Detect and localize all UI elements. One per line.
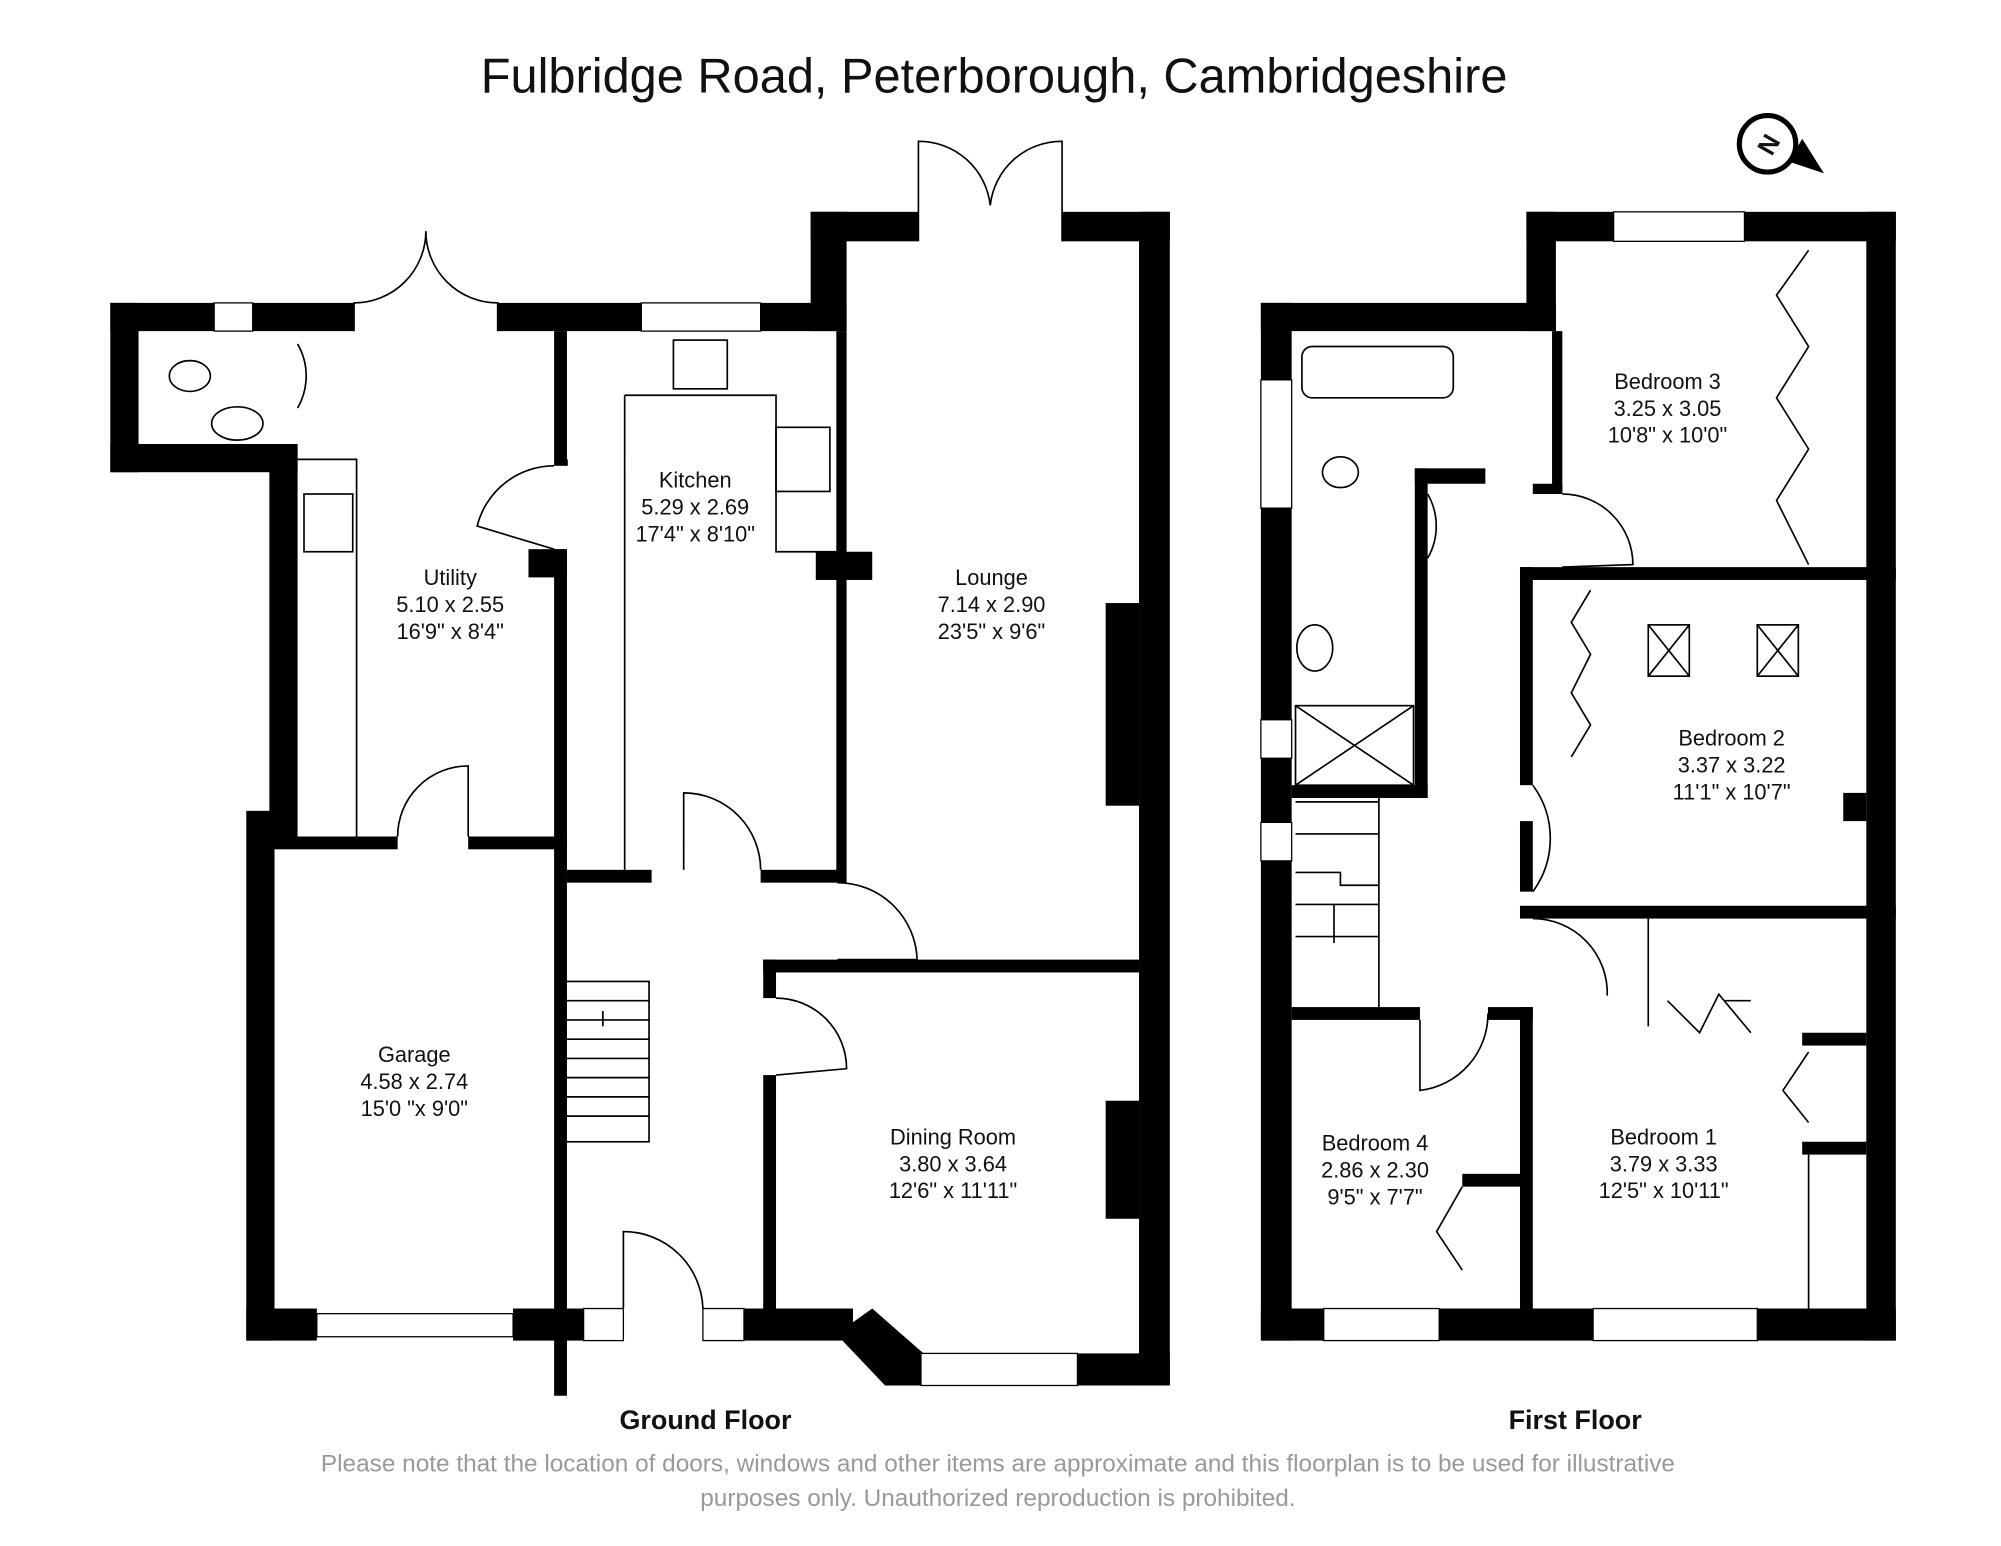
svg-text:16'9" x 8'4": 16'9" x 8'4" <box>397 619 504 644</box>
svg-text:17'4" x 8'10": 17'4" x 8'10" <box>635 521 755 546</box>
room-label-garage: Garage 4.58 x 2.74 15'0 "x 9'0" <box>360 1042 468 1121</box>
disclaimer-line-1: Please note that the location of doors, … <box>321 1450 1675 1477</box>
disclaimer-line-2: purposes only. Unauthorized reproduction… <box>700 1485 1295 1512</box>
ground-floor-label: Ground Floor <box>619 1405 791 1435</box>
room-label-bedroom-3: Bedroom 3 3.25 x 3.05 10'8" x 10'0" <box>1608 369 1728 448</box>
svg-text:15'0 "x 9'0": 15'0 "x 9'0" <box>361 1096 468 1121</box>
svg-text:10'8" x 10'0": 10'8" x 10'0" <box>1608 423 1728 448</box>
room-label-bedroom-1: Bedroom 1 3.79 x 3.33 12'5" x 10'11" <box>1599 1124 1729 1203</box>
svg-text:12'5" x 10'11": 12'5" x 10'11" <box>1599 1178 1729 1203</box>
svg-text:Bedroom 4: Bedroom 4 <box>1322 1131 1429 1156</box>
compass-icon: N <box>1736 113 1824 175</box>
first-floor-walls <box>1260 211 1896 1342</box>
svg-text:11'1" x 10'7": 11'1" x 10'7" <box>1673 779 1791 804</box>
svg-text:Bedroom 2: Bedroom 2 <box>1678 725 1785 750</box>
svg-text:Dining Room: Dining Room <box>890 1124 1016 1149</box>
svg-text:12'6" x 11'11": 12'6" x 11'11" <box>889 1178 1017 1203</box>
svg-text:3.79 x 3.33: 3.79 x 3.33 <box>1610 1151 1718 1176</box>
svg-text:Kitchen: Kitchen <box>659 468 732 493</box>
svg-text:Garage: Garage <box>378 1042 451 1067</box>
svg-text:4.58 x 2.74: 4.58 x 2.74 <box>360 1069 468 1094</box>
svg-text:7.14 x 2.90: 7.14 x 2.90 <box>938 592 1046 617</box>
svg-text:Bedroom 1: Bedroom 1 <box>1610 1124 1717 1149</box>
svg-text:9'5" x 7'7": 9'5" x 7'7" <box>1327 1185 1422 1210</box>
svg-text:N: N <box>1753 130 1787 160</box>
room-label-lounge: Lounge 7.14 x 2.90 23'5" x 9'6" <box>938 565 1046 644</box>
page-title: Fulbridge Road, Peterborough, Cambridges… <box>481 50 1508 104</box>
room-label-dining-room: Dining Room 3.80 x 3.64 12'6" x 11'11" <box>889 1124 1017 1203</box>
first-floor-label: First Floor <box>1509 1405 1643 1435</box>
svg-text:Lounge: Lounge <box>955 565 1028 590</box>
room-label-bedroom-4: Bedroom 4 2.86 x 2.30 9'5" x 7'7" <box>1321 1131 1429 1210</box>
room-label-kitchen: Kitchen 5.29 x 2.69 17'4" x 8'10" <box>635 468 755 547</box>
svg-text:Bedroom 3: Bedroom 3 <box>1614 369 1721 394</box>
room-label-bedroom-2: Bedroom 2 3.37 x 3.22 11'1" x 10'7" <box>1673 725 1791 804</box>
ground-floor-walls <box>110 140 1170 1396</box>
svg-text:5.10 x 2.55: 5.10 x 2.55 <box>396 592 504 617</box>
room-label-utility: Utility 5.10 x 2.55 16'9" x 8'4" <box>396 565 504 644</box>
svg-text:3.25 x 3.05: 3.25 x 3.05 <box>1614 396 1722 421</box>
svg-text:5.29 x 2.69: 5.29 x 2.69 <box>641 495 749 520</box>
svg-text:Utility: Utility <box>424 565 477 590</box>
svg-text:3.37 x 3.22: 3.37 x 3.22 <box>1678 752 1786 777</box>
svg-text:3.80 x 3.64: 3.80 x 3.64 <box>899 1151 1007 1176</box>
svg-text:2.86 x 2.30: 2.86 x 2.30 <box>1321 1158 1429 1183</box>
svg-text:23'5" x 9'6": 23'5" x 9'6" <box>938 619 1045 644</box>
